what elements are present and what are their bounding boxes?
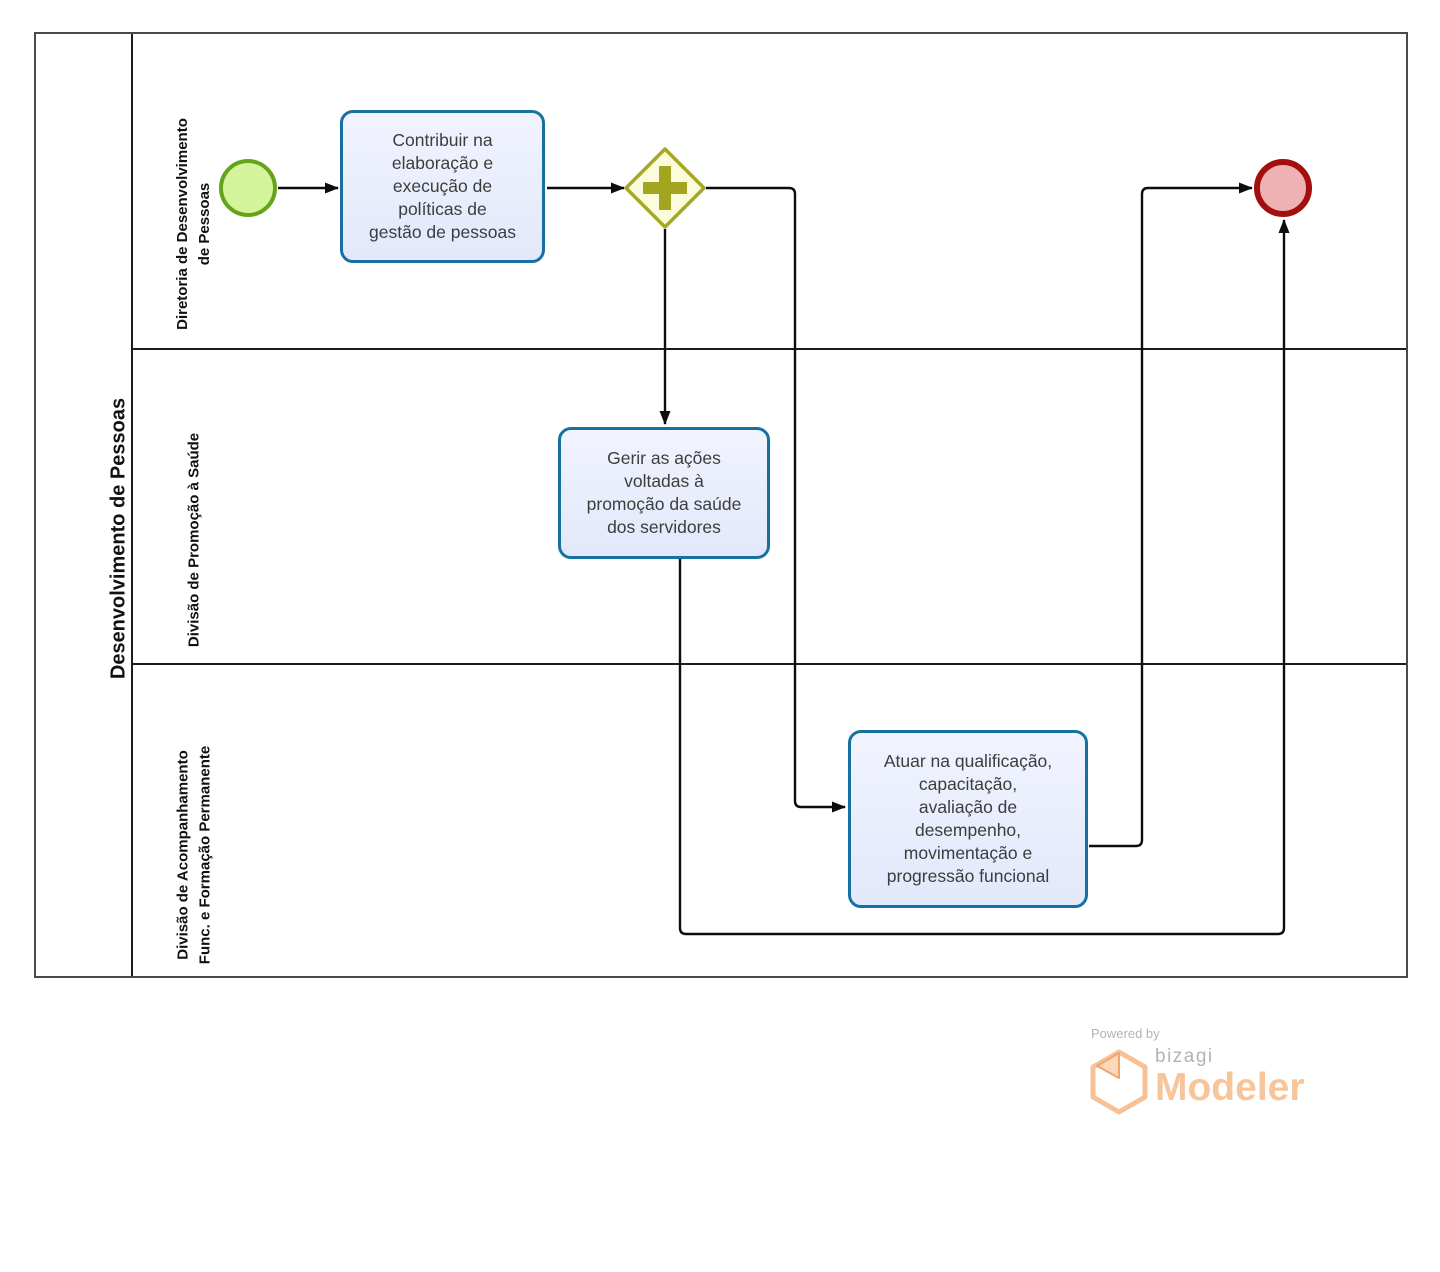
task-atuar-qualificacao: Atuar na qualificação, capacitação, aval… — [848, 730, 1088, 908]
parallel-gateway-icon — [624, 147, 706, 229]
lane-divider-2 — [133, 663, 1406, 665]
parallel-gateway — [623, 146, 707, 230]
powered-by-label: Powered by — [1091, 1026, 1160, 1041]
end-event — [1254, 159, 1312, 217]
bizagi-hexagon-icon — [1089, 1049, 1149, 1115]
task-gerir-acoes: Gerir as ações voltadas à promoção da sa… — [558, 427, 770, 559]
sequence-flow-atuar-to-end — [1089, 182, 1253, 848]
sequence-flow-gateway-to-atuar — [706, 186, 846, 813]
start-event — [219, 159, 277, 217]
bizagi-brand-label: bizagi — [1155, 1046, 1214, 1067]
sequence-flow-gerir-to-end — [678, 219, 1290, 936]
lane-divider-1 — [133, 348, 1406, 350]
task-contribuir: Contribuir na elaboração e execução de p… — [340, 110, 545, 263]
modeler-product-label: Modeler — [1155, 1066, 1305, 1109]
pool-header-divider — [131, 34, 133, 976]
plus-icon — [643, 166, 687, 210]
